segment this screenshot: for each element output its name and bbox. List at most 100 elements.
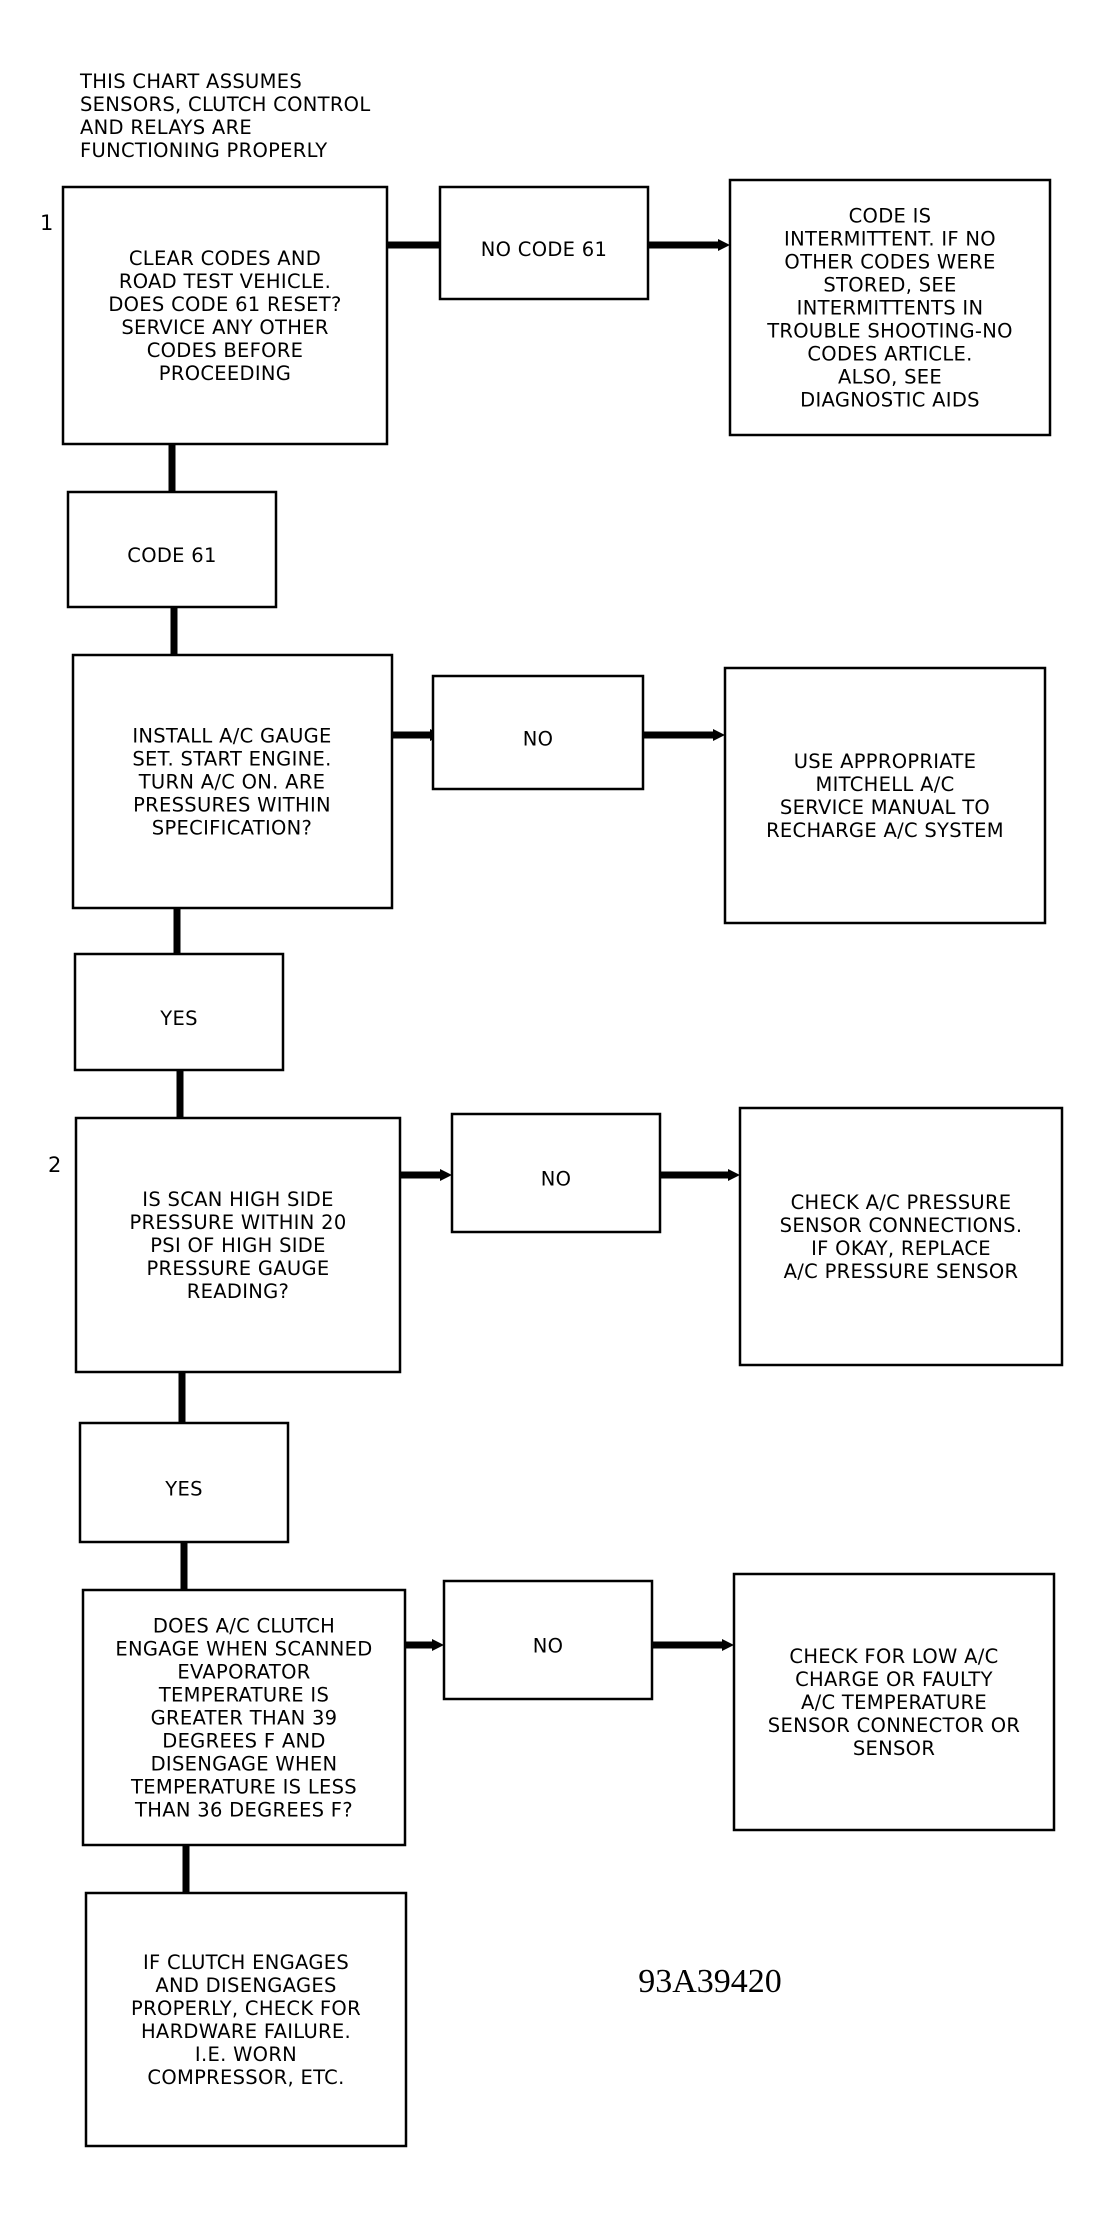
text-line: IS SCAN HIGH SIDE [142,1188,333,1211]
box-yes-1: YES [73,952,285,1072]
text-line: OTHER CODES WERE [784,251,995,274]
text-line: EVAPORATOR [177,1661,310,1684]
text-line: TROUBLE SHOOTING-NO [766,320,1013,343]
text-line: CODES BEFORE [147,339,304,362]
text-line: TURN A/C ON. ARE [138,771,326,794]
box-no-code-61: NO CODE 61 [438,185,650,301]
text-line: HARDWARE FAILURE. [141,2020,351,2043]
box-no-2-frame [450,1112,662,1234]
text-line: SENSOR [853,1737,935,1760]
text-line: MITCHELL A/C [816,773,955,796]
arrowhead-icon [440,1169,452,1181]
text-line: NO [541,1168,572,1191]
text-line: CLEAR CODES AND [129,247,321,270]
box-yes-2-frame [78,1421,290,1544]
text-line: PSI OF HIGH SIDE [150,1234,326,1257]
box-scan-high-side-frame [74,1116,402,1374]
box-hardware-failure-frame [84,1891,408,2148]
text-line: SERVICE MANUAL TO [780,796,990,819]
box-clutch-engage-frame [81,1588,407,1847]
box-yes-2-text: YES [164,1478,203,1501]
box-no-code-61-text: NO CODE 61 [481,238,607,261]
text-line: DIAGNOSTIC AIDS [800,389,980,412]
text-line: USE APPROPRIATE [794,750,977,773]
box-no-2: NO [450,1112,662,1234]
text-line: CHARGE OR FAULTY [795,1668,993,1691]
text-line: IF OKAY, REPLACE [811,1237,991,1260]
box-no-3-frame [442,1579,654,1701]
step-number-2: 2 [48,1153,61,1177]
text-line: DEGREES F AND [162,1730,325,1753]
text-line: THAN 36 DEGREES F? [134,1799,353,1822]
text-line: TEMPERATURE IS LESS [130,1776,357,1799]
text-line: CHECK FOR LOW A/C [789,1645,998,1668]
arrowhead-icon [728,1169,740,1181]
text-line: AND RELAYS ARE [80,116,252,139]
text-line: STORED, SEE [823,274,956,297]
connectors [168,239,740,1893]
arrowhead-icon [713,729,725,741]
box-no-1-frame [431,674,645,791]
text-line: DISENGAGE WHEN [151,1753,338,1776]
box-yes-1-text: YES [159,1007,198,1030]
text-line: INTERMITTENTS IN [797,297,984,320]
text-line: COMPRESSOR, ETC. [147,2066,344,2089]
text-line: INSTALL A/C GAUGE [132,725,331,748]
text-line: A/C PRESSURE SENSOR [784,1260,1019,1283]
text-line: THIS CHART ASSUMES [79,70,302,93]
box-code-61-frame [66,490,278,609]
text-line: PRESSURES WITHIN [133,794,331,817]
text-line: CHECK A/C PRESSURE [791,1191,1012,1214]
text-line: YES [164,1478,203,1501]
text-line: YES [159,1007,198,1030]
arrowhead-icon [722,1639,734,1651]
text-line: NO CODE 61 [481,238,607,261]
text-line: PRESSURE GAUGE [146,1257,329,1280]
step-number-1: 1 [40,211,53,235]
text-line: CODES ARTICLE. [807,343,972,366]
box-no-3: NO [442,1579,654,1701]
text-line: SPECIFICATION? [152,817,312,840]
text-line: ENGAGE WHEN SCANNED [115,1638,372,1661]
text-line: GREATER THAN 39 [151,1707,338,1730]
text-line: SENSOR CONNECTOR OR [768,1714,1020,1737]
box-clear-codes-frame [61,185,389,446]
text-line: CODE 61 [127,544,216,567]
arrowhead-icon [718,239,730,251]
text-line: ALSO, SEE [838,366,942,389]
box-code-61: CODE 61 [66,490,278,609]
text-line: NO [533,1635,564,1658]
text-line: SERVICE ANY OTHER [121,316,328,339]
box-low-charge-frame [732,1572,1056,1832]
text-line: RECHARGE A/C SYSTEM [766,819,1004,842]
box-no-1: NO [431,674,645,791]
box-install-gauge-frame [71,653,394,910]
text-line: SET. START ENGINE. [132,748,331,771]
text-line: TEMPERATURE IS [158,1684,329,1707]
box-no-code-61-frame [438,185,650,301]
text-line: IF CLUTCH ENGAGES [143,1951,349,1974]
text-line: SENSORS, CLUTCH CONTROL [80,93,371,116]
box-code-61-text: CODE 61 [127,544,216,567]
box-no-1-text: NO [523,728,554,751]
text-line: I.E. WORN [195,2043,297,2066]
text-line: CODE IS [849,205,932,228]
box-check-sensor-frame [738,1106,1064,1367]
